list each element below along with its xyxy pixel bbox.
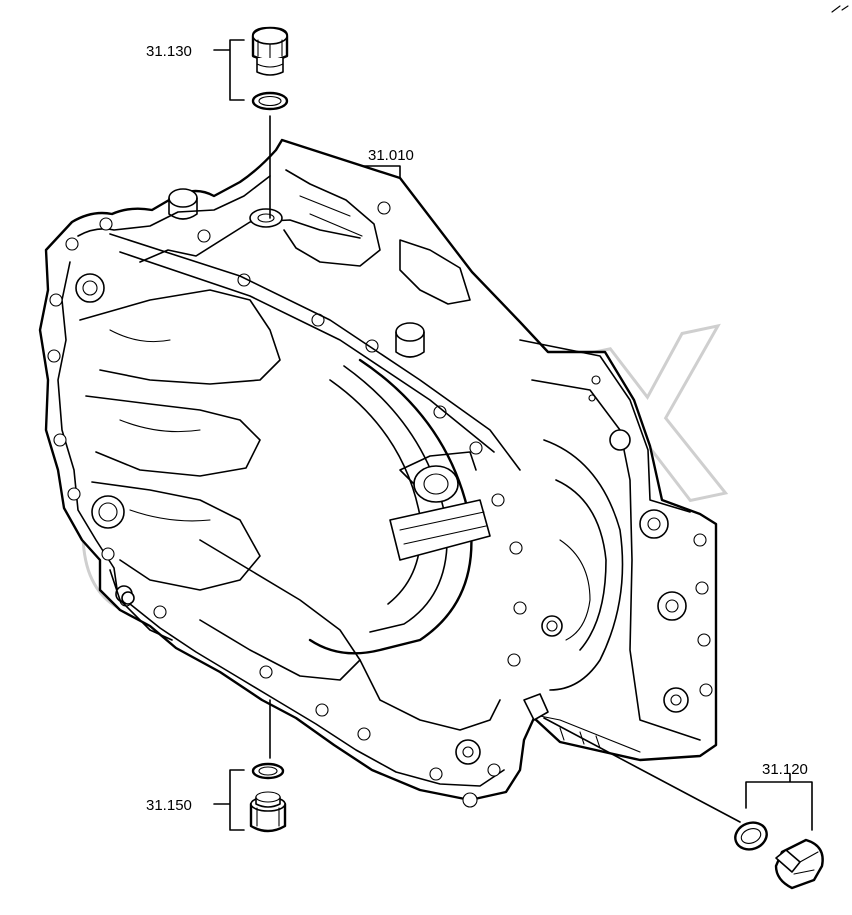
callout-31-150: 31.150 bbox=[146, 769, 245, 831]
callout-label: 31.150 bbox=[146, 797, 192, 814]
callout-31-010: 31.010 bbox=[363, 147, 414, 179]
callout-31-120: 31.120 bbox=[745, 761, 813, 831]
corner-mark bbox=[831, 5, 849, 13]
callout-label: 31.010 bbox=[368, 147, 414, 164]
drain-plug-right[interactable] bbox=[543, 717, 824, 890]
callout-label: 31.130 bbox=[146, 43, 192, 60]
callout-label: 31.120 bbox=[762, 761, 808, 778]
drain-plug-top[interactable] bbox=[251, 26, 289, 219]
transmission-housing[interactable] bbox=[38, 138, 718, 808]
callout-31-130: 31.130 bbox=[146, 39, 245, 101]
drain-plug-bottom[interactable] bbox=[249, 699, 287, 833]
